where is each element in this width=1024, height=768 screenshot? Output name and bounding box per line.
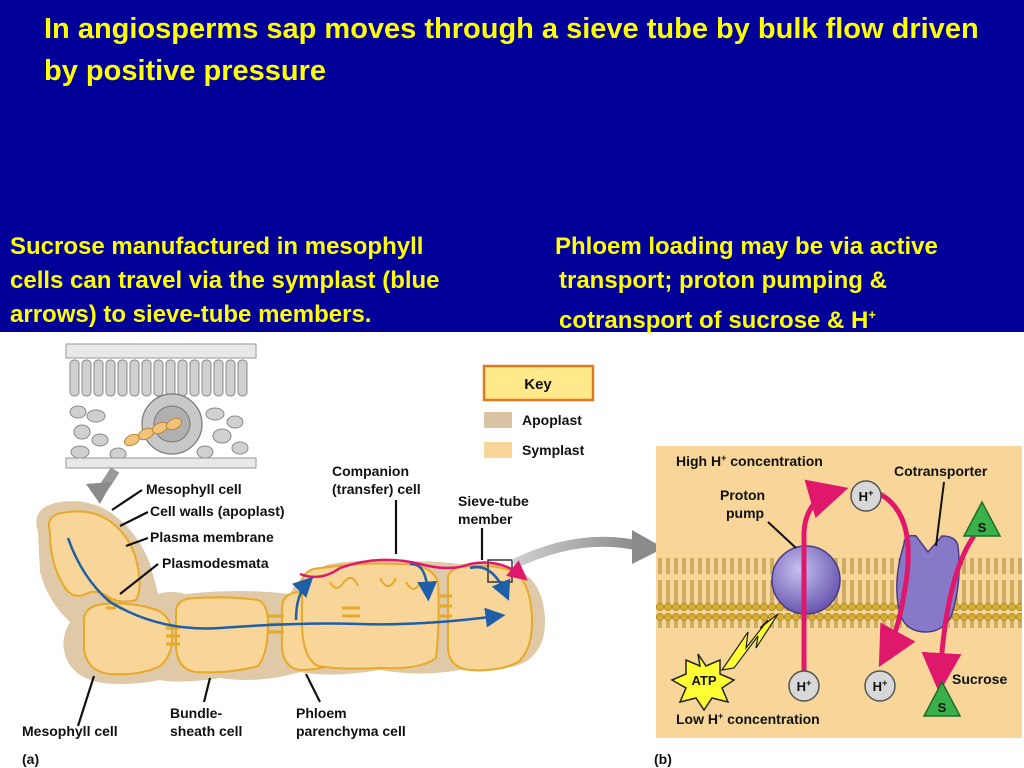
left-caption: Sucrose manufactured in mesophyll cells … [10,230,530,332]
key: Key Apoplast Symplast [482,364,595,458]
symplast-branch-arrow-3 [469,565,511,601]
svg-text:H+: H+ [859,488,874,504]
panel-b: H+ H+ H+ S S ATP High H+ concentration C… [656,446,1022,738]
label-bundle-line-1: Bundle- [170,705,222,721]
panel-a-labels: Mesophyll cell Cell walls (apoplast) Pla… [22,463,529,767]
label-plasma-membrane: Plasma membrane [150,529,274,545]
proton-reentry-arrow [874,489,916,668]
zoom-arrow-a-head [86,482,112,504]
label-sieve-line-1: Sieve-tube [458,493,529,509]
slide-header-band [0,0,1024,332]
proton-pump-leader [767,521,797,549]
h-ion-bottom-1-symbol: H [797,679,806,694]
label-high-h-text: High H [676,453,721,469]
label-sucrose: Sucrose [952,671,1007,687]
atp-burst-icon [670,653,736,712]
proton-pumping-arrow [801,479,849,678]
mesophyll-cell-shape [47,510,141,603]
atp-label: ATP [691,673,716,688]
phloem-loading-diagram: Key Apoplast Symplast [22,343,1022,767]
h-ion-top: H+ [850,480,882,512]
key-symplast-label: Symplast [522,442,585,458]
label-high-h-rest: concentration [726,453,822,469]
label-low-h-rest: concentration [723,711,819,727]
panel-a-leader-lines [76,489,484,727]
h-ion-bottom-1: H+ [788,670,820,702]
leaf-cross-section-inset [65,343,257,469]
cotransporter-leader [935,481,945,547]
zoom-arrow-b [511,536,642,569]
label-sieve-line-2: member [458,511,513,527]
label-high-h: High H+ concentration [676,453,823,469]
bundle-sheath-cell-1-shape [175,596,270,674]
label-high-h-sup: + [721,453,726,463]
left-caption-line-1: Sucrose manufactured in mesophyll [10,233,424,260]
label-phloem-line-1: Phloem [296,705,347,721]
apoplast-path-arrow [299,558,528,581]
right-caption-line-1: Phloem loading may be via active [555,233,938,260]
label-proton-line-2: pump [726,505,764,521]
label-companion-line-1: Companion [332,463,409,479]
lipid-bilayer [656,558,1022,628]
key-apoplast-swatch [484,412,512,428]
label-plasmodesmata: Plasmodesmata [162,555,269,571]
label-companion-line-2: (transfer) cell [332,481,421,497]
symplast-branch-arrow-2 [409,562,438,602]
right-caption: Phloem loading may be via active transpo… [555,230,1015,338]
symplast-branch-arrow-1 [292,576,314,621]
right-caption-line-3: cotransport of sucrose & H+ [555,298,1015,338]
right-caption-line-2: transport; proton pumping & [559,267,887,294]
left-caption-line-2: cells can travel via the symplast (blue [10,267,440,294]
panel-b-label: (b) [654,751,672,767]
label-cotransporter: Cotransporter [894,463,988,479]
zoom-arrow-b-head [632,530,664,564]
label-mesophyll-cell-bottom: Mesophyll cell [22,723,118,739]
h-ion-top-symbol: H [859,489,868,504]
mesophyll-cell-lower-shape [82,602,174,676]
sucrose-cotransport-arrow [921,534,977,693]
key-apoplast-label: Apoplast [522,412,582,428]
right-caption-line-3-text: cotransport of sucrose & H [559,307,869,334]
sucrose-top-symbol: S [978,520,987,535]
h-ion-top-sup: + [868,488,873,498]
plasmodesmata-marks [106,594,452,646]
slide-title: In angiosperms sap moves through a sieve… [44,13,979,87]
sucrose-bottom-symbol: S [938,700,947,715]
h-ion-bottom-2-symbol: H [873,679,882,694]
label-low-h-text: Low H [676,711,718,727]
label-low-h-sup: + [718,711,723,721]
label-proton-line-1: Proton [720,487,765,503]
right-caption-superscript: + [868,307,876,322]
label-low-h: Low H+ concentration [676,711,820,727]
label-bundle-line-2: sheath cell [170,723,242,739]
left-caption-line-3: arrows) to sieve-tube members. [10,301,372,328]
label-phloem-line-2: parenchyma cell [296,723,406,739]
label-cell-walls: Cell walls (apoplast) [150,503,285,519]
label-mesophyll-cell-top: Mesophyll cell [146,481,242,497]
key-symplast-swatch [484,442,512,458]
svg-text:H+: H+ [873,678,888,694]
key-title: Key [524,376,552,393]
symplast-path-arrow [66,537,506,630]
h-ion-bottom-2-sup: + [882,678,887,688]
sucrose-molecule-bottom: S [922,680,962,717]
panel-a-label: (a) [22,751,39,767]
sucrose-molecule-top: S [962,500,1002,537]
companion-cell-shape [301,562,440,670]
h-ion-bottom-2: H+ [864,670,896,702]
h-ion-bottom-1-sup: + [806,678,811,688]
svg-text:H+: H+ [797,678,812,694]
key-title-box [482,364,595,402]
energy-lightning-icon [720,613,779,671]
